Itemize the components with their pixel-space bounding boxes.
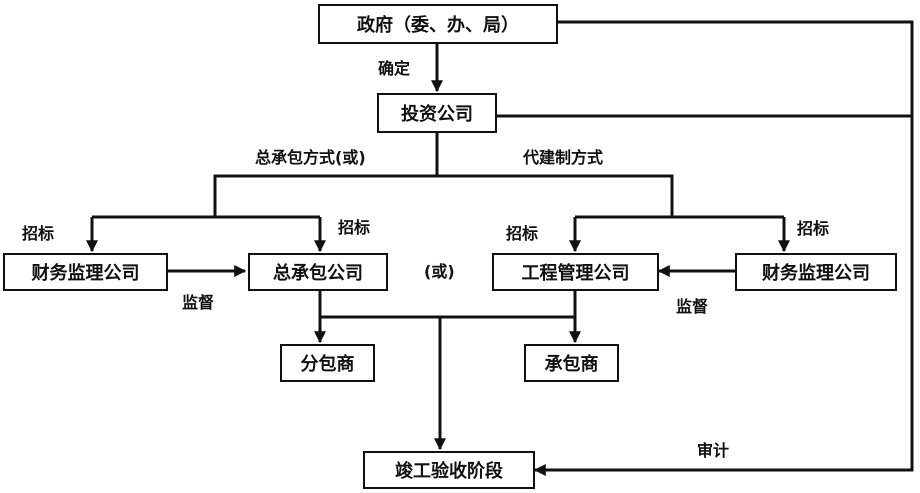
edge-left-branch <box>213 174 437 217</box>
label-bid-engineering-management: 招标 <box>506 224 539 243</box>
label-confirm: 确定 <box>378 59 411 78</box>
edge-gov-audit-path <box>533 20 914 476</box>
node-finance-supervision-right: 财务监理公司 <box>735 253 897 291</box>
edge-right-branch <box>437 174 674 217</box>
node-finance-supervision-left: 财务监理公司 <box>3 253 168 291</box>
label-or: (或) <box>424 262 455 281</box>
label-audit: 审计 <box>697 441 730 460</box>
node-contractor: 承包商 <box>524 344 619 382</box>
node-general-contractor: 总承包公司 <box>248 253 388 291</box>
node-government: 政府（委、办、局） <box>318 4 558 44</box>
node-investment-company: 投资公司 <box>377 93 497 133</box>
node-engineering-management: 工程管理公司 <box>492 253 659 291</box>
label-bid-finance-right: 招标 <box>797 219 830 238</box>
label-supervise-left: 监督 <box>182 293 215 312</box>
label-bid-finance-left: 招标 <box>22 224 55 243</box>
node-completion-acceptance: 竣工验收阶段 <box>363 451 535 489</box>
label-supervise-right: 监督 <box>676 297 709 316</box>
label-general-contracting-mode: 总承包方式(或) <box>255 148 366 167</box>
node-subcontractor: 分包商 <box>280 344 375 382</box>
label-bid-general-contractor: 招标 <box>338 218 371 237</box>
label-agent-construction-mode: 代建制方式 <box>523 148 604 167</box>
